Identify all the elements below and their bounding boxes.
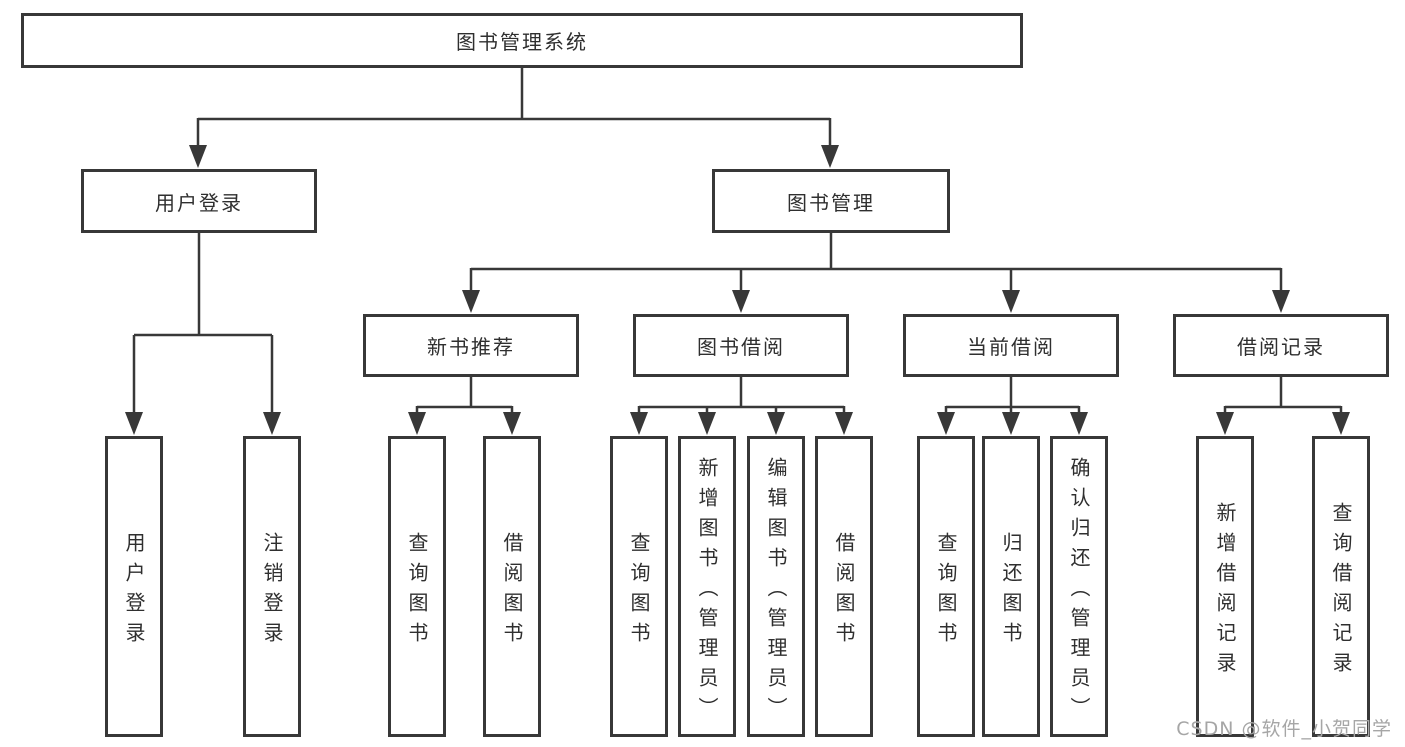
leaf-newbook-query-book: 查询图书 bbox=[388, 436, 446, 737]
arrow-down-icon bbox=[263, 412, 281, 435]
leaf-user-login: 用户登录 bbox=[105, 436, 163, 737]
connector-bookmgmt-to-level3 bbox=[469, 232, 1283, 292]
arrow-down-icon bbox=[408, 412, 426, 435]
node-label: 图书借阅 bbox=[697, 335, 785, 359]
node-user-login: 用户登录 bbox=[81, 169, 317, 233]
node-root-system: 图书管理系统 bbox=[21, 13, 1023, 68]
arrow-down-icon bbox=[1002, 290, 1020, 313]
leaf-record-query-record: 查询借阅记录 bbox=[1312, 436, 1370, 737]
leaf-borrow-query-book: 查询图书 bbox=[610, 436, 668, 737]
connector-borrow-group bbox=[637, 376, 846, 414]
connector-record-group bbox=[1223, 376, 1343, 414]
node-label: 图书管理 bbox=[787, 190, 875, 215]
arrow-down-icon bbox=[937, 412, 955, 435]
connector-userlogin-group bbox=[132, 232, 274, 414]
leaf-newbook-borrow-book: 借阅图书 bbox=[483, 436, 541, 737]
leaf-borrow-borrow-book: 借阅图书 bbox=[815, 436, 873, 737]
node-label: 查询图书 bbox=[405, 531, 429, 652]
arrow-down-icon bbox=[1216, 412, 1234, 435]
arrow-down-icon bbox=[1070, 412, 1088, 435]
node-label: 借阅记录 bbox=[1237, 335, 1325, 359]
arrow-down-icon bbox=[1272, 290, 1290, 313]
node-label: 当前借阅 bbox=[967, 335, 1055, 359]
arrow-down-icon bbox=[698, 412, 716, 435]
node-current-borrow: 当前借阅 bbox=[903, 314, 1119, 377]
node-borrow-record: 借阅记录 bbox=[1173, 314, 1389, 377]
leaf-logout: 注销登录 bbox=[243, 436, 301, 737]
arrow-down-icon bbox=[767, 412, 785, 435]
arrow-down-icon bbox=[732, 290, 750, 313]
arrow-down-icon bbox=[1002, 412, 1020, 435]
connector-root-to-level2 bbox=[196, 68, 832, 147]
arrow-down-icon bbox=[821, 145, 839, 168]
leaf-borrow-add-book-admin: 新增图书（管理员） bbox=[678, 436, 736, 737]
node-label: 用户登录 bbox=[155, 190, 243, 215]
leaf-current-query-book: 查询图书 bbox=[917, 436, 975, 737]
node-book-borrow: 图书借阅 bbox=[633, 314, 849, 377]
leaf-borrow-edit-book-admin: 编辑图书（管理员） bbox=[747, 436, 805, 737]
node-label: 图书管理系统 bbox=[456, 30, 588, 54]
arrow-down-icon bbox=[835, 412, 853, 435]
node-label: 归还图书 bbox=[999, 531, 1023, 652]
node-label: 新增图书（管理员） bbox=[695, 456, 719, 727]
node-label: 编辑图书（管理员） bbox=[764, 456, 788, 727]
node-label: 注销登录 bbox=[260, 531, 284, 652]
arrow-down-icon bbox=[1332, 412, 1350, 435]
connector-current-group bbox=[944, 376, 1081, 414]
arrow-down-icon bbox=[630, 412, 648, 435]
node-label: 用户登录 bbox=[122, 531, 146, 652]
arrow-down-icon bbox=[503, 412, 521, 435]
node-label: 查询图书 bbox=[934, 531, 958, 652]
watermark: CSDN @软件_小贺同学 bbox=[1176, 718, 1392, 740]
leaf-current-return-book: 归还图书 bbox=[982, 436, 1040, 737]
node-book-management: 图书管理 bbox=[712, 169, 950, 233]
leaf-record-add-record: 新增借阅记录 bbox=[1196, 436, 1254, 737]
node-label: 新增借阅记录 bbox=[1213, 501, 1237, 682]
connector-newbook-group bbox=[415, 376, 514, 414]
node-new-book-recommend: 新书推荐 bbox=[363, 314, 579, 377]
node-label: 借阅图书 bbox=[832, 531, 856, 652]
node-label: 新书推荐 bbox=[427, 335, 515, 359]
arrow-down-icon bbox=[189, 145, 207, 168]
node-label: 查询图书 bbox=[627, 531, 651, 652]
leaf-current-confirm-return-admin: 确认归还（管理员） bbox=[1050, 436, 1108, 737]
node-label: 确认归还（管理员） bbox=[1067, 456, 1091, 727]
arrow-down-icon bbox=[462, 290, 480, 313]
arrow-down-icon bbox=[125, 412, 143, 435]
node-label: 借阅图书 bbox=[500, 531, 524, 652]
node-label: 查询借阅记录 bbox=[1329, 501, 1353, 682]
